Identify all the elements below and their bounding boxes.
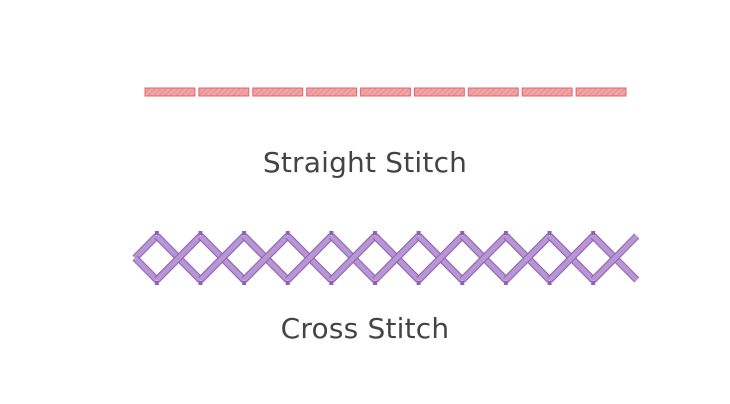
cross-stitch-row <box>132 231 640 285</box>
cross-stitch-thread <box>459 233 509 283</box>
straight-stitch-dash-texture <box>252 88 303 96</box>
cross-stitch-tip <box>416 281 421 285</box>
straight-stitch-dash-texture <box>522 88 573 96</box>
straight-stitch-dash-texture <box>360 88 411 96</box>
cross-stitch-tip <box>329 281 334 285</box>
cross-stitch-tip <box>373 281 377 285</box>
cross-stitch-tip <box>285 281 290 285</box>
cross-stitch-tip <box>154 281 159 285</box>
cross-stitch-tip <box>198 231 203 235</box>
cross-stitch-thread <box>154 233 203 283</box>
cross-stitch-tip <box>329 231 334 235</box>
cross-stitch-thread <box>503 233 553 283</box>
cross-stitch-tip <box>460 281 465 285</box>
straight-stitch-dash-texture <box>306 88 357 96</box>
cross-stitch-thread <box>547 233 596 283</box>
cross-stitch-label: Cross Stitch <box>280 312 450 345</box>
cross-stitch-tip <box>373 231 377 235</box>
straight-stitch-row <box>144 87 627 97</box>
cross-stitch-tip <box>547 231 552 235</box>
cross-stitch-thread <box>328 233 378 283</box>
cross-stitch-tip <box>416 231 421 235</box>
straight-stitch-dash-texture <box>198 88 249 96</box>
straight-stitch-dash-texture <box>414 88 465 96</box>
cross-stitch-tip <box>198 281 203 285</box>
cross-stitch-tip <box>460 231 465 235</box>
cross-stitch-tip <box>242 281 247 285</box>
cross-stitch-tip <box>285 231 290 235</box>
cross-stitch-thread <box>285 233 334 283</box>
straight-stitch-dash-texture <box>576 88 626 96</box>
straight-stitch-dash-texture <box>468 88 519 96</box>
cross-stitch-tip <box>591 231 596 235</box>
cross-stitch-thread <box>372 233 422 283</box>
cross-stitch-tip <box>503 231 508 235</box>
cross-stitch-thread <box>590 233 640 283</box>
cross-stitch-thread <box>241 233 291 283</box>
cross-stitch-tip <box>242 231 247 235</box>
cross-stitch-thread <box>197 233 247 283</box>
cross-stitch-tip <box>154 231 159 235</box>
cross-stitch-thread <box>132 255 160 283</box>
cross-stitch-thread <box>132 233 160 261</box>
cross-stitch-tip <box>503 281 508 285</box>
straight-stitch-dash-texture <box>145 88 195 96</box>
straight-stitch-label: Straight Stitch <box>262 146 468 179</box>
cross-stitch-thread <box>416 233 465 283</box>
cross-stitch-tip <box>547 281 552 285</box>
cross-stitch-tip <box>591 281 596 285</box>
